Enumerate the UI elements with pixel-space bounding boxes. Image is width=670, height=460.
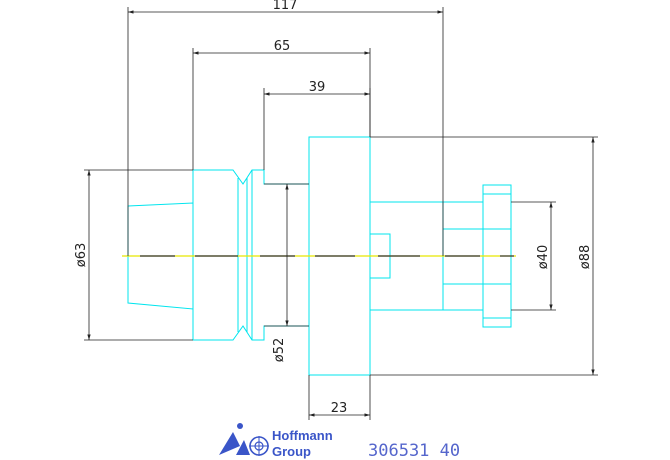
hoffmann-group-logo: Hoffmann Group [219,423,333,459]
dimension-dia-63: ø63 [74,169,193,341]
dim-65-label: 65 [274,39,291,54]
dimension-dia-52: ø52 [264,183,309,363]
dim-dia-52-label: ø52 [272,338,287,363]
dim-dia-63-label: ø63 [74,243,89,268]
dim-dia-88-label: ø88 [578,245,593,270]
brand-line-2: Group [272,444,311,459]
dimension-dia-40: ø40 [511,201,556,311]
dim-dia-40-label: ø40 [536,245,551,270]
dim-23-label: 23 [331,401,348,416]
dimension-117: 117 [127,0,444,256]
brand-line-1: Hoffmann [272,428,333,443]
dimension-23: 23 [308,375,371,420]
collet-nut [192,169,310,341]
dim-39-label: 39 [309,80,326,95]
logo-mark-icon [219,423,269,456]
dimension-65: 65 [192,39,371,170]
dimension-39: 39 [263,80,371,170]
dimension-dia-88: ø88 [370,136,598,376]
dim-117-label: 117 [273,0,298,13]
part-number: 306531 40 [368,441,460,460]
